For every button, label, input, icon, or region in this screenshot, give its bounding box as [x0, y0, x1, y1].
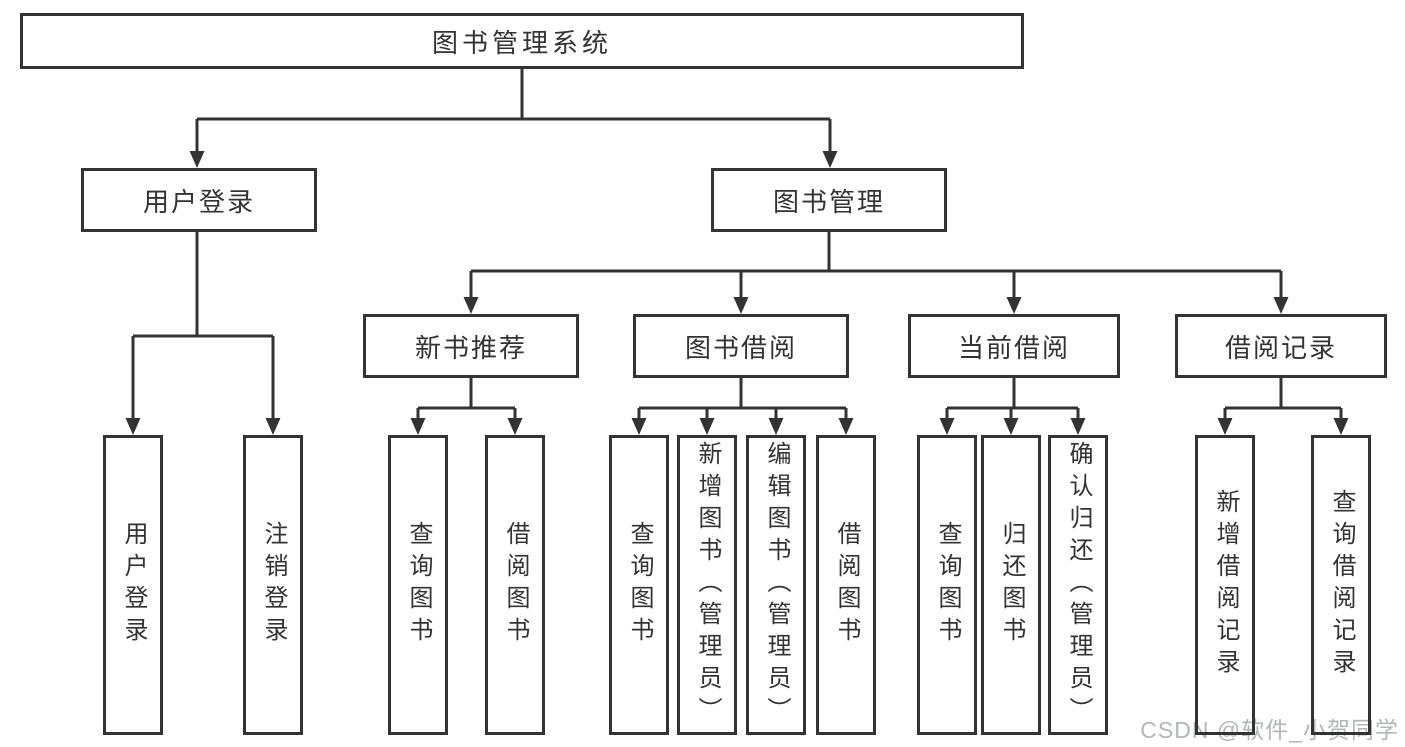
leaf-query-books: 查询图书	[388, 435, 448, 735]
node-label: 查询图书	[405, 521, 432, 649]
node-library-system: 图书管理系统	[20, 13, 1024, 69]
node-book-management: 图书管理	[711, 168, 947, 232]
node-label: 借阅图书	[833, 521, 860, 649]
leaf-confirm-return-admin: 确认归还（管理员）	[1048, 435, 1108, 735]
node-label: 查询图书	[934, 521, 961, 649]
leaf-query-books: 查询图书	[609, 435, 669, 735]
node-label: 注销登录	[260, 521, 287, 649]
node-book-borrowing: 图书借阅	[633, 314, 849, 378]
node-label: 编辑图书（管理员）	[763, 441, 790, 729]
node-label: 当前借阅	[957, 332, 1070, 363]
leaf-return-books: 归还图书	[981, 435, 1041, 735]
node-label: 归还图书	[998, 521, 1025, 649]
node-label: 查询借阅记录	[1328, 489, 1355, 681]
leaf-borrow-books: 借阅图书	[816, 435, 876, 735]
leaf-logout: 注销登录	[243, 435, 303, 735]
node-current-borrowing: 当前借阅	[908, 314, 1120, 378]
leaf-borrow-books: 借阅图书	[485, 435, 545, 735]
node-borrowing-records: 借阅记录	[1175, 314, 1387, 378]
node-label: 图书管理系统	[431, 27, 612, 58]
node-label: 新增借阅记录	[1212, 489, 1239, 681]
node-label: 查询图书	[626, 521, 653, 649]
arrowheads	[125, 151, 1349, 435]
leaf-add-borrow-record: 新增借阅记录	[1195, 435, 1255, 735]
leaf-query-books: 查询图书	[917, 435, 977, 735]
node-label: 新增图书（管理员）	[694, 441, 721, 729]
csdn-watermark: CSDN @软件_小贺同学	[1140, 717, 1399, 743]
leaf-edit-books-admin: 编辑图书（管理员）	[746, 435, 806, 735]
node-label: 用户登录	[142, 186, 255, 217]
leaf-query-borrow-record: 查询借阅记录	[1311, 435, 1371, 735]
node-user-login: 用户登录	[81, 168, 317, 232]
node-label: 图书管理	[772, 186, 885, 217]
node-label: 新书推荐	[414, 332, 527, 363]
leaf-user-login: 用户登录	[103, 435, 163, 735]
node-new-book-recommend: 新书推荐	[363, 314, 579, 378]
node-label: 图书借阅	[684, 332, 797, 363]
node-label: 用户登录	[120, 521, 147, 649]
leaf-add-books-admin: 新增图书（管理员）	[677, 435, 737, 735]
node-label: 借阅记录	[1224, 332, 1337, 363]
node-label: 借阅图书	[502, 521, 529, 649]
node-label: 确认归还（管理员）	[1065, 441, 1092, 729]
